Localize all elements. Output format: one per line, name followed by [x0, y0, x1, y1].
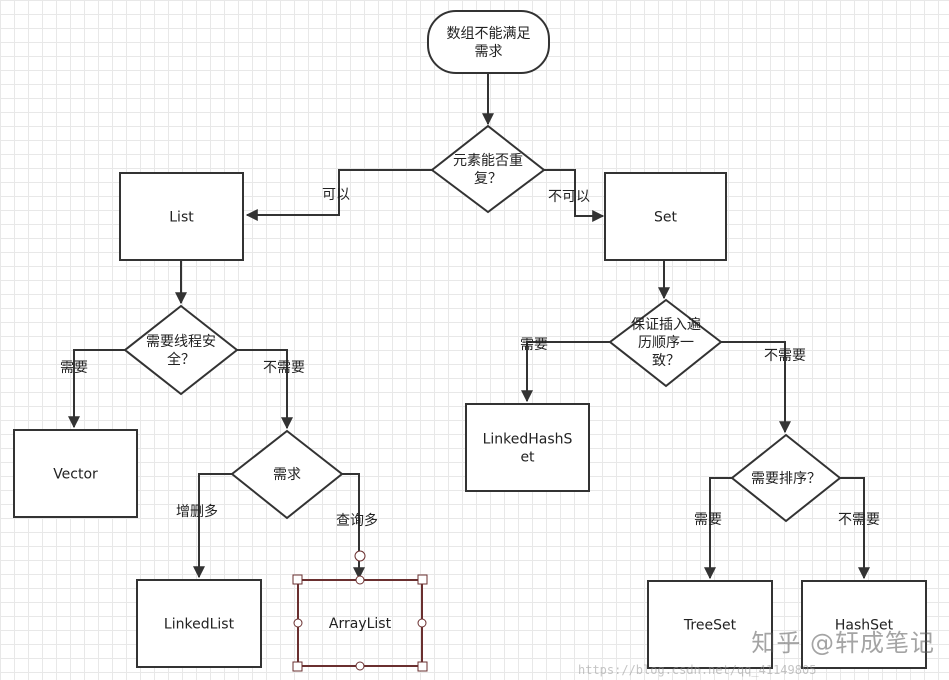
node-text-line: 全？	[167, 351, 195, 368]
node-set-text: Set	[654, 210, 678, 226]
edge-label-repeat-yes: 可以	[322, 187, 350, 203]
edge-demand-to-linkedlist[interactable]	[193, 473, 232, 579]
node-repeat-question-text: 元素能否重复？	[453, 153, 523, 187]
node-text-line: Set	[654, 210, 678, 226]
edge-label-order-yes: 需要	[520, 337, 548, 353]
node-text-line: 保证插入遍	[631, 317, 701, 333]
edges	[68, 73, 870, 580]
node-start-text: 数组不能满足需求	[447, 26, 531, 60]
zhihu-watermark: 知乎 @轩成笔记	[751, 629, 935, 657]
connection-point-left[interactable]	[293, 618, 303, 628]
node-text-line: LinkedList	[164, 617, 235, 633]
node-text-line: TreeSet	[683, 618, 737, 634]
resize-handle-nw[interactable]	[292, 574, 303, 585]
node-text-line: 需要线程安	[146, 334, 216, 350]
edge-sort-to-treeset[interactable]	[704, 477, 732, 580]
node-demand-question[interactable]: 需求	[230, 429, 344, 520]
node-vector-text: Vector	[53, 467, 98, 483]
node-order-question[interactable]: 保证插入遍历顺序一致？	[608, 298, 723, 388]
node-sort-question[interactable]: 需要排序？	[730, 433, 842, 523]
node-hashset[interactable]: HashSet	[801, 580, 927, 669]
selection-handles[interactable]	[292, 550, 428, 672]
edge-label-sort-yes: 需要	[694, 512, 722, 528]
connection-point-right[interactable]	[417, 618, 427, 628]
node-text-line: 需求	[273, 467, 301, 483]
resize-handle-ne[interactable]	[417, 574, 428, 585]
edge-label-demand-query: 查询多	[336, 512, 378, 529]
node-start[interactable]: 数组不能满足需求	[427, 10, 550, 74]
resize-handle-se[interactable]	[417, 661, 428, 672]
edge-order-to-linkedhashset[interactable]	[521, 341, 610, 403]
edge-repeat-to-set[interactable]	[544, 169, 605, 222]
node-text-line: List	[169, 210, 194, 226]
node-text-line: 需要排序？	[751, 471, 821, 487]
edge-order-to-sort[interactable]	[721, 341, 791, 434]
edge-label-repeat-no: 不可以	[548, 189, 590, 205]
node-sort-question-text: 需要排序？	[751, 471, 821, 487]
edge-label-thread-yes: 需要	[60, 360, 88, 376]
edge-labels: 可以 不可以 需要 不需要 需要 不需要 增删多 查询多 需要 不需要	[60, 187, 880, 529]
node-linkedhashset[interactable]: LinkedHashS et	[465, 403, 590, 492]
node-text-line: 致？	[652, 353, 680, 369]
node-text-line: Vector	[53, 467, 98, 483]
node-treeset-text: TreeSet	[683, 618, 737, 634]
node-text-line: et	[520, 450, 535, 466]
node-list-text: List	[169, 210, 194, 226]
edge-label-order-no: 不需要	[764, 348, 806, 364]
edge-demand-to-arraylist[interactable]	[342, 473, 365, 580]
resize-handle-sw[interactable]	[292, 661, 303, 672]
node-repeat-question[interactable]: 元素能否重复？	[430, 124, 546, 214]
edge-sort-to-hashset[interactable]	[840, 477, 870, 580]
node-list[interactable]: List	[119, 172, 244, 261]
node-linkedlist-text: LinkedList	[164, 617, 235, 633]
node-thread-question[interactable]: 需要线程安全？	[123, 304, 239, 396]
edge-thread-to-demand[interactable]	[237, 349, 293, 430]
node-text-line: LinkedHashS	[483, 432, 573, 448]
node-treeset[interactable]: TreeSet	[647, 580, 773, 669]
edge-repeat-to-list[interactable]	[245, 169, 432, 221]
node-text-line: 历顺序一	[638, 335, 694, 351]
edge-thread-to-vector[interactable]	[68, 349, 125, 429]
node-text-line: 需求	[475, 44, 503, 60]
edge-label-sort-no: 不需要	[838, 512, 880, 528]
node-linkedlist[interactable]: LinkedList	[136, 579, 262, 668]
node-linkedhashset-text: LinkedHashS et	[483, 432, 573, 466]
connection-point-top[interactable]	[355, 575, 365, 585]
node-text-line: 数组不能满足	[447, 26, 531, 42]
node-text-line: ArrayList	[329, 616, 392, 632]
rotate-handle[interactable]	[354, 550, 366, 562]
node-demand-question-text: 需求	[273, 467, 301, 483]
node-order-question-text: 保证插入遍历顺序一致？	[631, 317, 701, 369]
edge-label-demand-add-del: 增删多	[176, 503, 218, 520]
node-text-line: 复？	[474, 170, 502, 187]
node-set[interactable]: Set	[604, 172, 727, 261]
node-vector[interactable]: Vector	[13, 429, 138, 518]
node-text-line: 元素能否重	[453, 153, 523, 169]
edge-label-thread-no: 不需要	[263, 360, 305, 376]
node-hashset-text: HashSet	[835, 618, 894, 634]
connection-point-bottom[interactable]	[355, 661, 365, 671]
node-arraylist[interactable]: ArrayList	[292, 550, 428, 672]
url-watermark: https://blog.csdn.net/qq_41149805	[578, 663, 817, 677]
node-thread-question-text: 需要线程安全？	[146, 334, 216, 368]
nodes: 数组不能满足需求 元素能否重复？ List Set 需要线程安全？ 保证插入遍历…	[13, 10, 927, 672]
node-text-line: HashSet	[835, 618, 894, 634]
node-arraylist-text: ArrayList	[329, 616, 392, 632]
